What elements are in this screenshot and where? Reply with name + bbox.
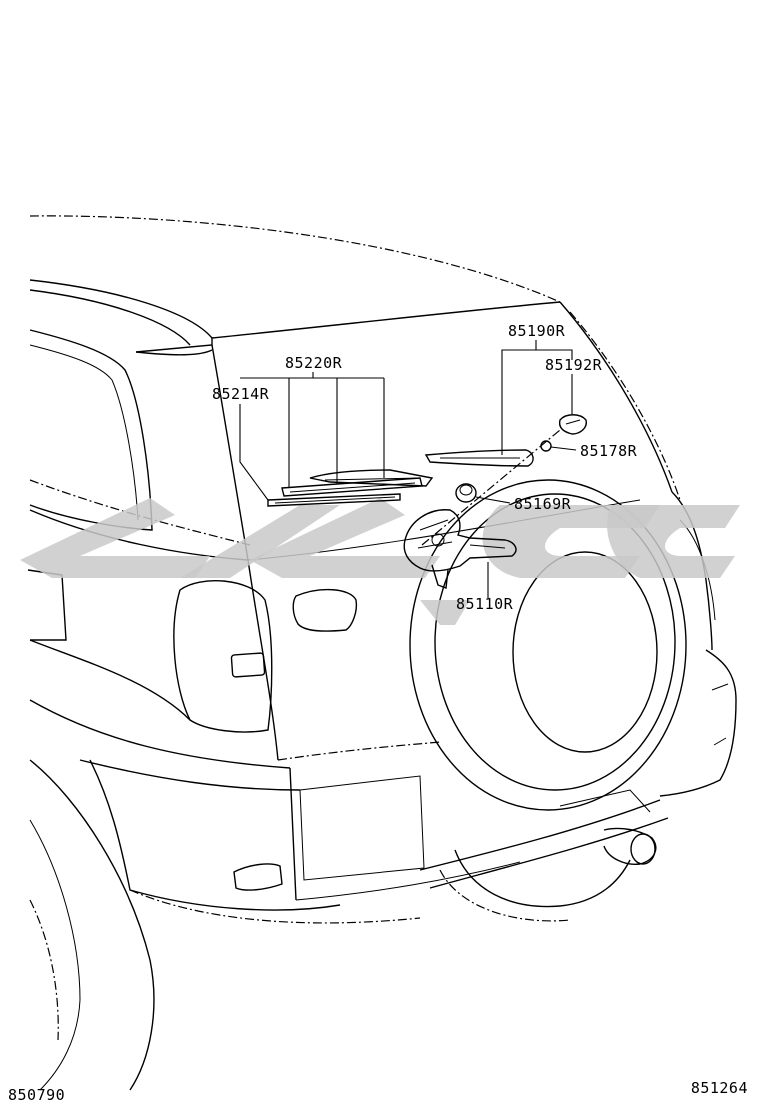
label-wiper-blade-rubber: 85214R xyxy=(212,385,270,403)
wiper-motor xyxy=(403,509,517,589)
arm-nut xyxy=(540,440,552,452)
pivot-cushion xyxy=(455,483,477,503)
label-wiper-blade-assy: 85220R xyxy=(285,354,343,372)
figure-id-right: 851264 xyxy=(690,1079,748,1097)
wiper-arm xyxy=(424,449,534,467)
wiper-blade-assembly xyxy=(281,469,434,497)
label-pivot-cushion: 85169R xyxy=(514,495,572,513)
pivot-axis-line xyxy=(421,429,561,546)
figure-id-left: 850790 xyxy=(8,1086,66,1104)
label-arm-nut: 85178R xyxy=(580,442,638,460)
wiper-blade-rubber xyxy=(267,493,401,507)
vehicle-body xyxy=(27,215,737,1091)
arm-head-cap xyxy=(558,414,587,435)
watermark xyxy=(20,498,740,625)
leader-lines xyxy=(239,340,577,598)
label-wiper-arm: 85190R xyxy=(508,322,566,340)
label-wiper-motor: 85110R xyxy=(456,595,514,613)
label-arm-head-cap: 85192R xyxy=(545,356,603,374)
